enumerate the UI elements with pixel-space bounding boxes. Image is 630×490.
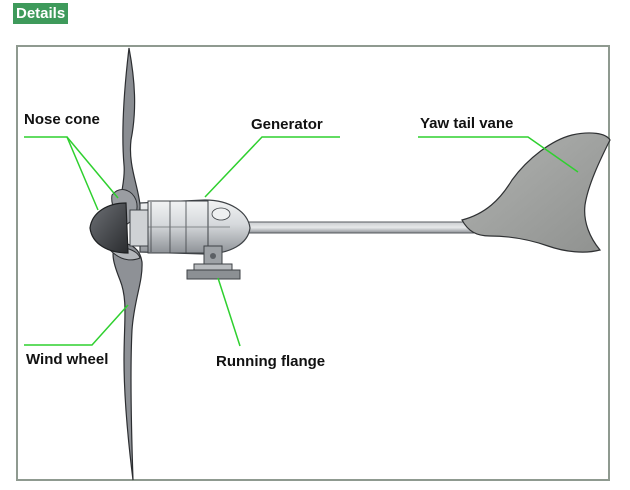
running-flange-shape bbox=[186, 245, 241, 280]
leader-generator bbox=[204, 136, 340, 198]
label-wind-wheel: Wind wheel bbox=[26, 351, 108, 368]
label-nose-cone: Nose cone bbox=[24, 111, 100, 128]
leader-nose-cone-2 bbox=[66, 136, 119, 199]
leader-yaw-tail-vane bbox=[418, 136, 579, 173]
nose-cone-shape bbox=[89, 202, 129, 254]
generator-body bbox=[129, 199, 251, 255]
leader-wind-wheel bbox=[24, 304, 129, 346]
label-running-flange: Running flange bbox=[216, 353, 325, 370]
details-header: Details bbox=[13, 3, 69, 24]
yaw-tail-vane-shape bbox=[461, 132, 611, 253]
leader-lines bbox=[24, 136, 579, 347]
label-generator: Generator bbox=[251, 116, 323, 133]
leader-running-flange bbox=[217, 277, 241, 347]
wind-wheel-blades bbox=[109, 47, 143, 481]
blade-lower bbox=[112, 242, 143, 481]
label-yaw-tail-vane: Yaw tail vane bbox=[420, 115, 513, 132]
leader-nose-cone bbox=[24, 136, 99, 211]
